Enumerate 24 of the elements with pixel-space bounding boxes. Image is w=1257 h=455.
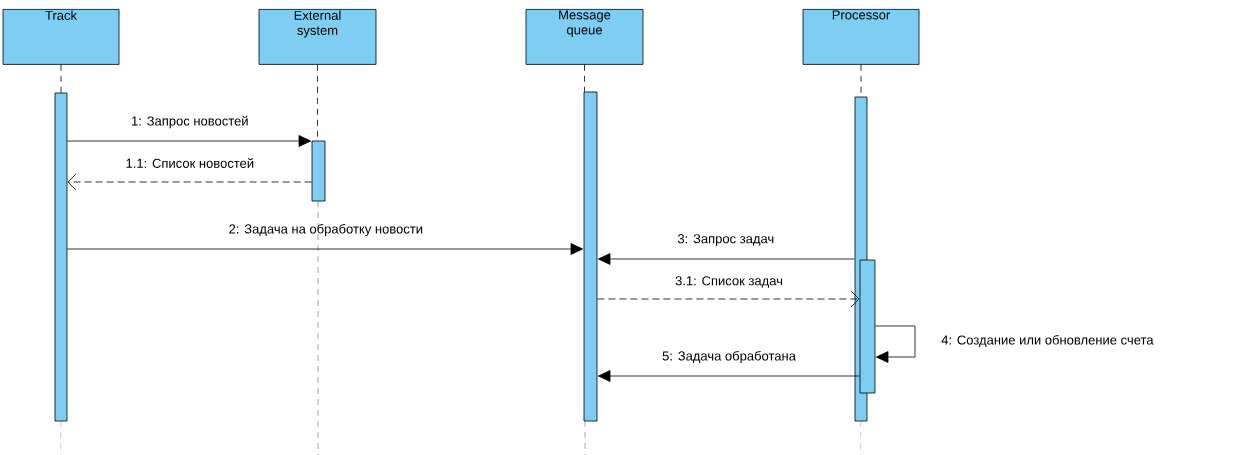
message-arrow [597, 370, 860, 382]
lifeline [584, 64, 585, 92]
message-label: 2: Задача на обработку новости [229, 223, 423, 237]
activation-bar [583, 91, 598, 422]
participant-box: Processor [802, 9, 920, 65]
message-label: 3: Запрос задач [677, 234, 774, 246]
message-arrow [67, 173, 312, 191]
message-label: 5: Задача обработана [662, 350, 796, 364]
message-label: 4: Создание или обновление счета [941, 334, 1154, 348]
activation-bar [54, 92, 68, 422]
message-arrow [597, 253, 855, 265]
lifeline [60, 64, 62, 93]
participant-box: External system [258, 9, 377, 65]
participant-box: Track [2, 9, 120, 65]
self-message-arrow [875, 325, 916, 363]
message-arrow [597, 290, 860, 308]
message-label: 1: Запрос новостей [132, 115, 248, 129]
message-label: 1.1: Список новостей [126, 158, 254, 168]
activation-bar [859, 259, 876, 394]
message-arrow [67, 135, 312, 147]
message-arrow [67, 243, 584, 255]
participant-box: Message queue [525, 9, 644, 65]
message-label: 3.1: Список задач [675, 276, 783, 288]
activation-bar [311, 140, 326, 202]
